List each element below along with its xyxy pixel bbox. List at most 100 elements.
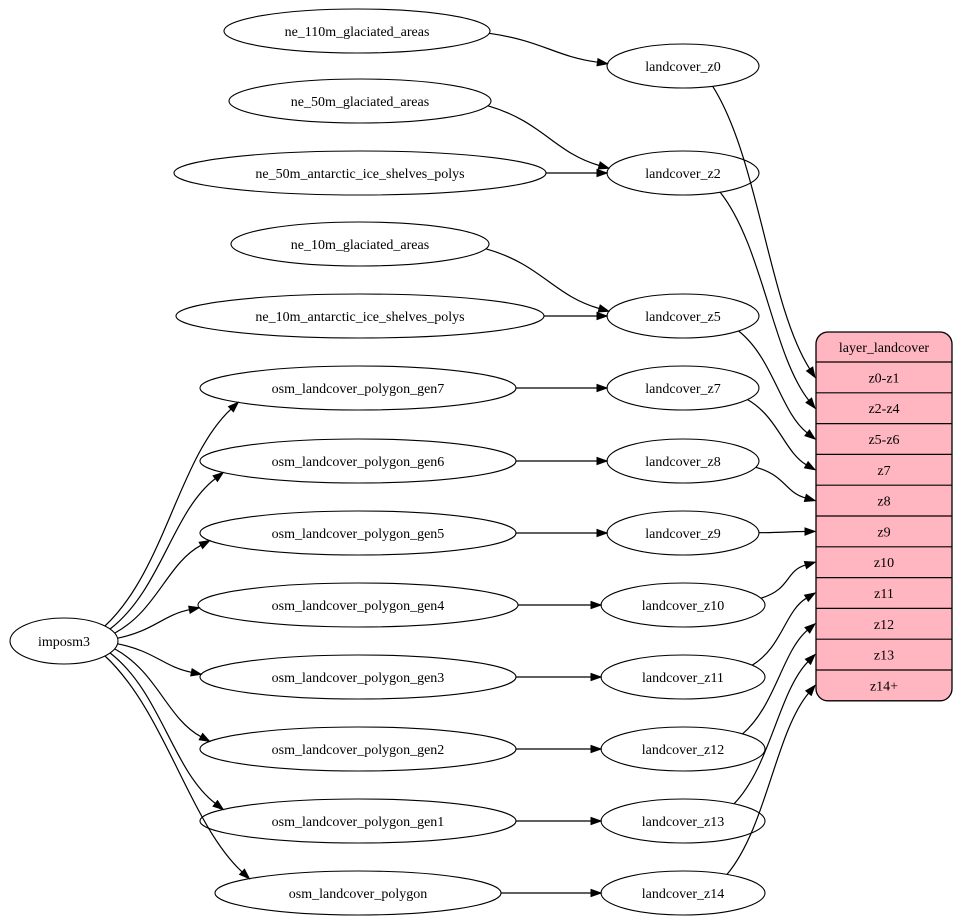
edge-line bbox=[742, 629, 808, 735]
edge-line bbox=[114, 544, 202, 634]
node-label: osm_landcover_polygon_gen5 bbox=[272, 527, 445, 542]
arrowhead-icon bbox=[596, 57, 609, 67]
edge-line bbox=[751, 597, 807, 666]
edge-line bbox=[726, 692, 810, 875]
arrowhead-icon bbox=[803, 493, 817, 502]
node-osm_landcover_polygon_gen3: osm_landcover_polygon_gen3 bbox=[199, 654, 517, 700]
edge-osm_landcover_polygon_gen5-to-landcover_z9 bbox=[516, 528, 609, 538]
arrowhead-icon bbox=[805, 366, 816, 379]
node-label: osm_landcover_polygon_gen4 bbox=[272, 599, 445, 614]
edge-landcover_z10-to-layer_landcover-z10 bbox=[760, 561, 817, 599]
record-row-label: z8 bbox=[877, 495, 890, 510]
edge-imposm3-to-osm_landcover_polygon bbox=[104, 655, 251, 880]
record-row-label: z10 bbox=[874, 556, 894, 571]
node-label: imposm3 bbox=[38, 635, 90, 650]
record-row-label: z2-z4 bbox=[868, 402, 899, 417]
edge-osm_landcover_polygon_gen4-to-landcover_z10 bbox=[518, 600, 603, 610]
node-shape bbox=[9, 617, 119, 665]
edge-line bbox=[487, 105, 600, 167]
node-label: landcover_z12 bbox=[642, 743, 724, 758]
node-label: landcover_z5 bbox=[645, 310, 720, 325]
node-ne_10m_glaciated_areas: ne_10m_glaciated_areas bbox=[230, 221, 490, 267]
node-label: osm_landcover_polygon bbox=[289, 887, 427, 902]
node-label: landcover_z2 bbox=[645, 167, 720, 182]
node-label: osm_landcover_polygon_gen7 bbox=[272, 382, 445, 397]
node-label: landcover_z9 bbox=[645, 527, 720, 542]
node-label: landcover_z0 bbox=[645, 60, 720, 75]
record-row-z13: z13 bbox=[874, 649, 894, 664]
node-osm_landcover_polygon_gen6: osm_landcover_polygon_gen6 bbox=[199, 438, 517, 484]
node-osm_landcover_polygon_gen1: osm_landcover_polygon_gen1 bbox=[199, 798, 517, 844]
record-row-label: z13 bbox=[874, 649, 894, 664]
node-label: ne_50m_glaciated_areas bbox=[291, 95, 429, 110]
node-label: osm_landcover_polygon_gen1 bbox=[272, 815, 445, 830]
edge-landcover_z14-to-layer_landcover-z14+ bbox=[726, 684, 816, 875]
record-row-label: z14+ bbox=[870, 679, 898, 694]
node-shape bbox=[228, 78, 492, 124]
record-row-z5-z6: z5-z6 bbox=[868, 433, 899, 448]
edge-imposm3-to-osm_landcover_polygon_gen7 bbox=[104, 401, 240, 627]
node-landcover_z11: landcover_z11 bbox=[600, 654, 766, 700]
node-label: landcover_z13 bbox=[642, 815, 724, 830]
edge-osm_landcover_polygon_gen3-to-landcover_z11 bbox=[516, 672, 603, 682]
record-row-z8: z8 bbox=[877, 495, 890, 510]
node-landcover_z9: landcover_z9 bbox=[606, 510, 760, 556]
node-label: landcover_z8 bbox=[645, 455, 720, 470]
record-row-z11: z11 bbox=[874, 587, 894, 602]
edge-osm_landcover_polygon_gen6-to-landcover_z8 bbox=[516, 456, 609, 466]
edge-landcover_z7-to-layer_landcover-z7 bbox=[747, 399, 817, 471]
edge-line bbox=[114, 648, 202, 738]
node-label: landcover_z10 bbox=[642, 599, 724, 614]
arrowhead-icon bbox=[238, 868, 251, 880]
node-imposm3: imposm3 bbox=[9, 617, 119, 665]
arrowhead-icon bbox=[804, 527, 817, 536]
edge-line bbox=[104, 408, 232, 627]
edge-line bbox=[117, 609, 190, 639]
node-label: landcover_z11 bbox=[642, 671, 724, 686]
arrowhead-icon bbox=[590, 744, 603, 754]
edge-ne_10m_antarctic_ice_shelves_polys-to-landcover_z5 bbox=[543, 311, 609, 321]
arrowhead-icon bbox=[596, 456, 609, 466]
edge-imposm3-to-osm_landcover_polygon_gen5 bbox=[114, 539, 212, 634]
edge-line bbox=[747, 399, 807, 466]
edge-line bbox=[738, 330, 808, 434]
edge-line bbox=[755, 466, 806, 499]
node-ne_50m_antarctic_ice_shelves_polys: ne_50m_antarctic_ice_shelves_polys bbox=[173, 150, 547, 196]
edge-imposm3-to-osm_landcover_polygon_gen4 bbox=[117, 605, 201, 639]
arrowhead-icon bbox=[596, 383, 609, 393]
node-osm_landcover_polygon_gen7: osm_landcover_polygon_gen7 bbox=[199, 365, 517, 411]
arrowhead-icon bbox=[198, 732, 212, 743]
node-label: osm_landcover_polygon_gen6 bbox=[272, 455, 445, 470]
edge-line bbox=[485, 248, 600, 310]
node-osm_landcover_polygon_gen2: osm_landcover_polygon_gen2 bbox=[199, 726, 517, 772]
edge-landcover_z2-to-layer_landcover-z2-z4 bbox=[719, 191, 816, 410]
record-row-label: z9 bbox=[877, 525, 890, 540]
record-row-z0-z1: z0-z1 bbox=[868, 371, 899, 386]
record-row-label: z7 bbox=[877, 464, 890, 479]
record-row-label: z0-z1 bbox=[868, 371, 899, 386]
arrowhead-icon bbox=[597, 161, 611, 170]
node-osm_landcover_polygon: osm_landcover_polygon bbox=[214, 870, 502, 916]
node-ne_10m_antarctic_ice_shelves_polys: ne_10m_antarctic_ice_shelves_polys bbox=[175, 293, 545, 339]
arrowhead-icon bbox=[590, 816, 603, 826]
arrowhead-icon bbox=[188, 605, 201, 614]
node-landcover_z13: landcover_z13 bbox=[600, 798, 766, 844]
edge-osm_landcover_polygon_gen7-to-landcover_z7 bbox=[515, 383, 609, 393]
arrowhead-icon bbox=[804, 622, 817, 634]
record-row-z14+: z14+ bbox=[870, 679, 898, 694]
record-row-label: z11 bbox=[874, 587, 894, 602]
arrowhead-icon bbox=[590, 672, 603, 682]
edge-ne_10m_glaciated_areas-to-landcover_z5 bbox=[485, 248, 611, 313]
node-shape bbox=[223, 8, 491, 54]
node-label: landcover_z7 bbox=[645, 382, 720, 397]
edge-ne_110m_glaciated_areas-to-landcover_z0 bbox=[489, 32, 609, 67]
node-landcover_z8: landcover_z8 bbox=[606, 438, 760, 484]
record-row-z12: z12 bbox=[874, 618, 894, 633]
edge-ne_50m_glaciated_areas-to-landcover_z2 bbox=[487, 105, 611, 170]
edge-landcover_z5-to-layer_landcover-z5-z6 bbox=[738, 330, 817, 440]
node-ne_50m_glaciated_areas: ne_50m_glaciated_areas bbox=[228, 78, 492, 124]
edge-line bbox=[104, 655, 243, 873]
edge-line bbox=[760, 564, 806, 599]
